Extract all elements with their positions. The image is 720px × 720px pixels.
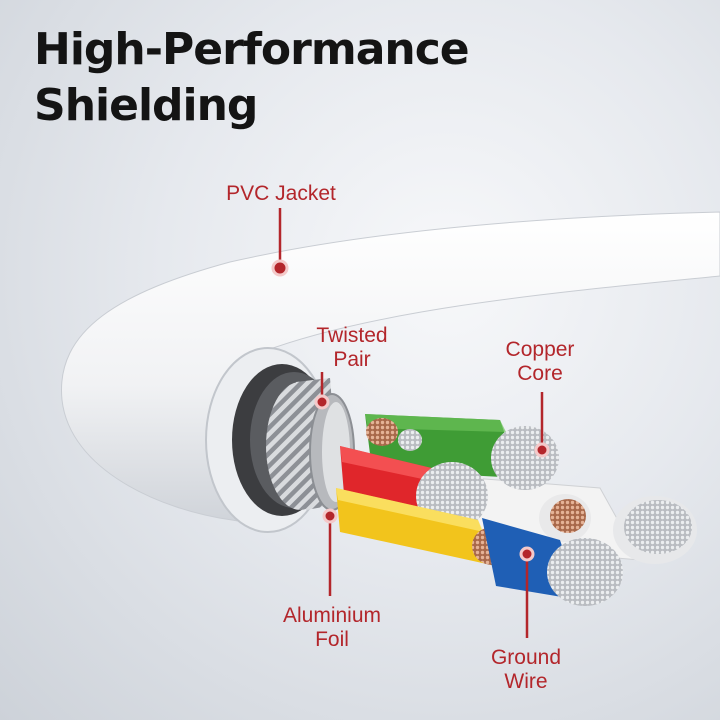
callout-copper-core-line-1: Copper [505, 338, 575, 361]
callout-copper-core-line-2: Core [517, 362, 563, 385]
callout-aluminium-foil: Aluminium Foil [262, 604, 402, 652]
aluminium-foil-dot [322, 508, 338, 524]
callout-twisted-pair-line-1: Twisted [316, 324, 388, 347]
callout-twisted-pair: Twisted Pair [292, 324, 412, 372]
callout-pvc-jacket: PVC Jacket [206, 182, 356, 206]
callout-copper-core: Copper Core [480, 338, 600, 386]
headline-line-1: High-Performance [34, 24, 470, 75]
headline: High-Performance Shielding [34, 22, 470, 134]
ground-wire-dot [519, 546, 535, 562]
callout-ground-wire-line-2: Wire [504, 670, 548, 693]
callout-pvc-jacket-text: PVC Jacket [226, 182, 336, 205]
headline-line-2: Shielding [34, 80, 258, 131]
twisted-pair-dot [314, 394, 330, 410]
callout-ground-wire-line-1: Ground [490, 646, 562, 669]
callout-leaders [271, 208, 550, 638]
callout-twisted-pair-line-2: Pair [333, 348, 371, 371]
callout-aluminium-foil-line-1: Aluminium [282, 604, 382, 627]
copper-core-dot [534, 442, 550, 458]
callout-ground-wire: Ground Wire [466, 646, 586, 694]
copper-core-strands [366, 418, 422, 451]
pvc-jacket-dot [271, 259, 289, 277]
callout-aluminium-foil-line-2: Foil [315, 628, 349, 651]
